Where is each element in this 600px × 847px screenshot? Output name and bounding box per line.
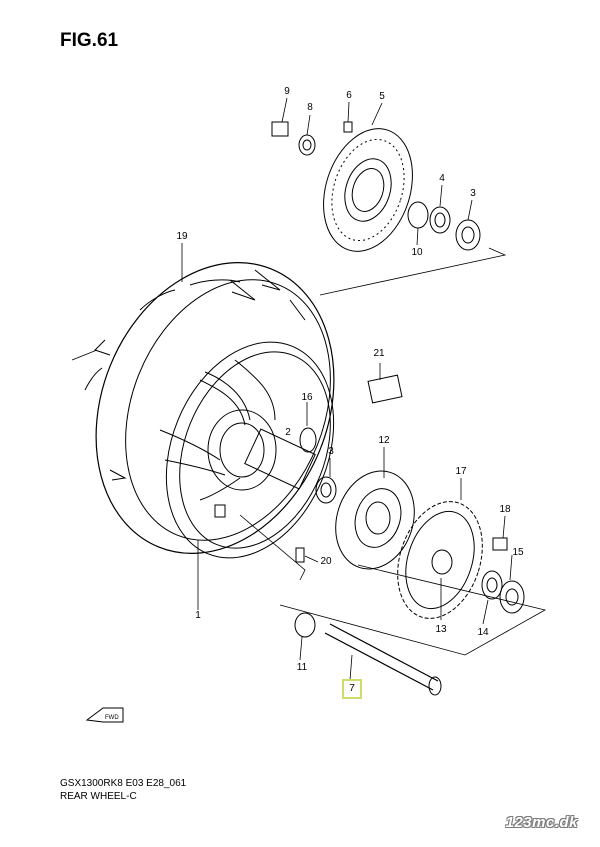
callout-12: 12 xyxy=(378,435,390,446)
sprocket-carrier xyxy=(335,470,415,570)
callout-17: 17 xyxy=(455,466,467,477)
callout-21: 21 xyxy=(373,348,385,359)
callout-4: 4 xyxy=(439,173,445,184)
callout-2: 2 xyxy=(285,427,291,438)
rim xyxy=(159,341,335,559)
leader-lines xyxy=(71,97,547,681)
callout-14: 14 xyxy=(477,627,489,638)
callout-3a: 3 xyxy=(470,188,476,199)
callout-13: 13 xyxy=(435,624,447,635)
hub-parts xyxy=(244,427,337,504)
axle xyxy=(294,612,442,696)
callout-7-highlighted[interactable]: 7 xyxy=(342,679,362,699)
fwd-label: FWD xyxy=(105,715,119,721)
callout-8: 8 xyxy=(307,102,313,113)
small-hardware xyxy=(271,121,353,156)
rear-sprocket xyxy=(397,501,483,619)
brake-disc xyxy=(323,128,413,252)
callout-20: 20 xyxy=(320,556,332,567)
damper xyxy=(367,374,403,404)
callout-16: 16 xyxy=(301,392,313,403)
watermark: 123mc.dk xyxy=(505,814,578,831)
bearings-lower xyxy=(481,537,525,614)
valve-bolt xyxy=(295,547,305,563)
callout-3b: 3 xyxy=(328,446,334,457)
bearings-upper xyxy=(407,201,481,251)
callout-11: 11 xyxy=(296,662,308,673)
footer-subtitle: REAR WHEEL-C xyxy=(60,791,137,802)
footer-code: GSX1300RK8 E03 E28_061 xyxy=(60,778,187,789)
callout-15: 15 xyxy=(512,547,524,558)
callout-6: 6 xyxy=(346,90,352,101)
callout-1: 1 xyxy=(195,610,201,621)
callout-18: 18 xyxy=(499,504,511,515)
callout-5: 5 xyxy=(379,91,385,102)
callout-10: 10 xyxy=(411,247,423,258)
callout-9: 9 xyxy=(284,86,290,97)
figure-title: FIG.61 xyxy=(60,30,119,51)
tire xyxy=(84,262,335,554)
callout-19: 19 xyxy=(176,231,188,242)
fwd-arrow-icon: FWD xyxy=(85,707,124,723)
